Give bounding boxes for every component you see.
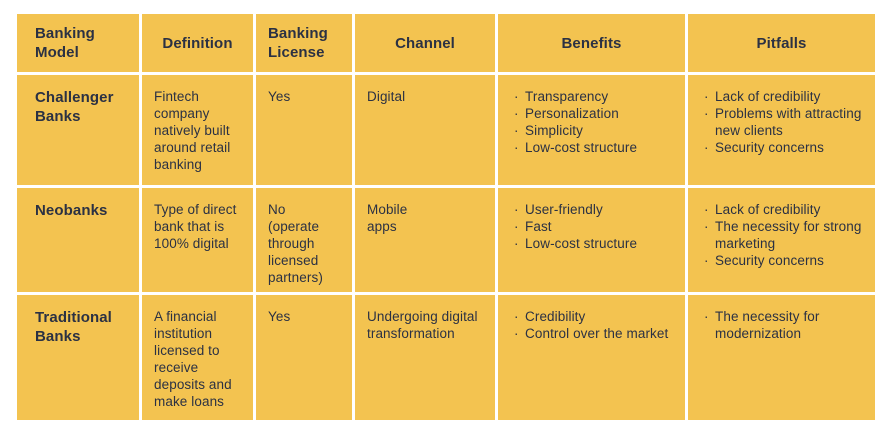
bullet-item: Credibility: [514, 308, 677, 325]
row-traditional-model: Traditional Banks: [17, 295, 139, 420]
bullet-item: Security concerns: [704, 139, 867, 156]
bullet-item: Lack of credibility: [704, 201, 867, 218]
row-neobanks-channel: Mobile apps: [355, 188, 495, 292]
bullet-item: Lack of credibility: [704, 88, 867, 105]
header-benefits: Benefits: [498, 14, 685, 72]
row-challenger-benefits-list: TransparencyPersonalizationSimplicityLow…: [498, 75, 685, 185]
bullet-item: Fast: [514, 218, 677, 235]
bullet-item: Security concerns: [704, 252, 867, 269]
row-challenger-license: Yes: [256, 75, 352, 185]
bullet-item: Transparency: [514, 88, 677, 105]
row-challenger-definition: Fintech company natively built around re…: [142, 75, 253, 185]
bullet-item: User-friendly: [514, 201, 677, 218]
row-neobanks-pitfalls-list: Lack of credibilityThe necessity for str…: [688, 188, 875, 292]
bullet-item: The necessity for modernization: [704, 308, 867, 342]
row-challenger-pitfalls-list: Lack of credibilityProblems with attract…: [688, 75, 875, 185]
row-traditional-benefits-list: CredibilityControl over the market: [498, 295, 685, 420]
bullet-item: Low-cost structure: [514, 139, 677, 156]
row-traditional-definition: A financial institution licensed to rece…: [142, 295, 253, 420]
row-neobanks-definition: Type of direct bank that is 100% digital: [142, 188, 253, 292]
row-traditional-license: Yes: [256, 295, 352, 420]
bullet-item: The necessity for strong marketing: [704, 218, 867, 252]
row-traditional-pitfalls-list: The necessity for modernization: [688, 295, 875, 420]
row-traditional-channel: Undergoing digital transformation: [355, 295, 495, 420]
row-neobanks-benefits-list: User-friendlyFastLow-cost structure: [498, 188, 685, 292]
header-banking-model: Banking Model: [17, 14, 139, 72]
header-pitfalls: Pitfalls: [688, 14, 875, 72]
header-channel: Channel: [355, 14, 495, 72]
bullet-item: Simplicity: [514, 122, 677, 139]
bullet-item: Personalization: [514, 105, 677, 122]
bullet-item: Low-cost structure: [514, 235, 677, 252]
header-definition: Definition: [142, 14, 253, 72]
row-challenger-model: Challenger Banks: [17, 75, 139, 185]
row-neobanks-license: No (operate through licensed partners): [256, 188, 352, 292]
bullet-item: Control over the market: [514, 325, 677, 342]
banking-models-comparison-table: Banking Model Definition Banking License…: [17, 14, 875, 420]
bullet-item: Problems with attracting new clients: [704, 105, 867, 139]
header-banking-license: Banking License: [256, 14, 352, 72]
row-neobanks-model: Neobanks: [17, 188, 139, 292]
row-challenger-channel: Digital: [355, 75, 495, 185]
